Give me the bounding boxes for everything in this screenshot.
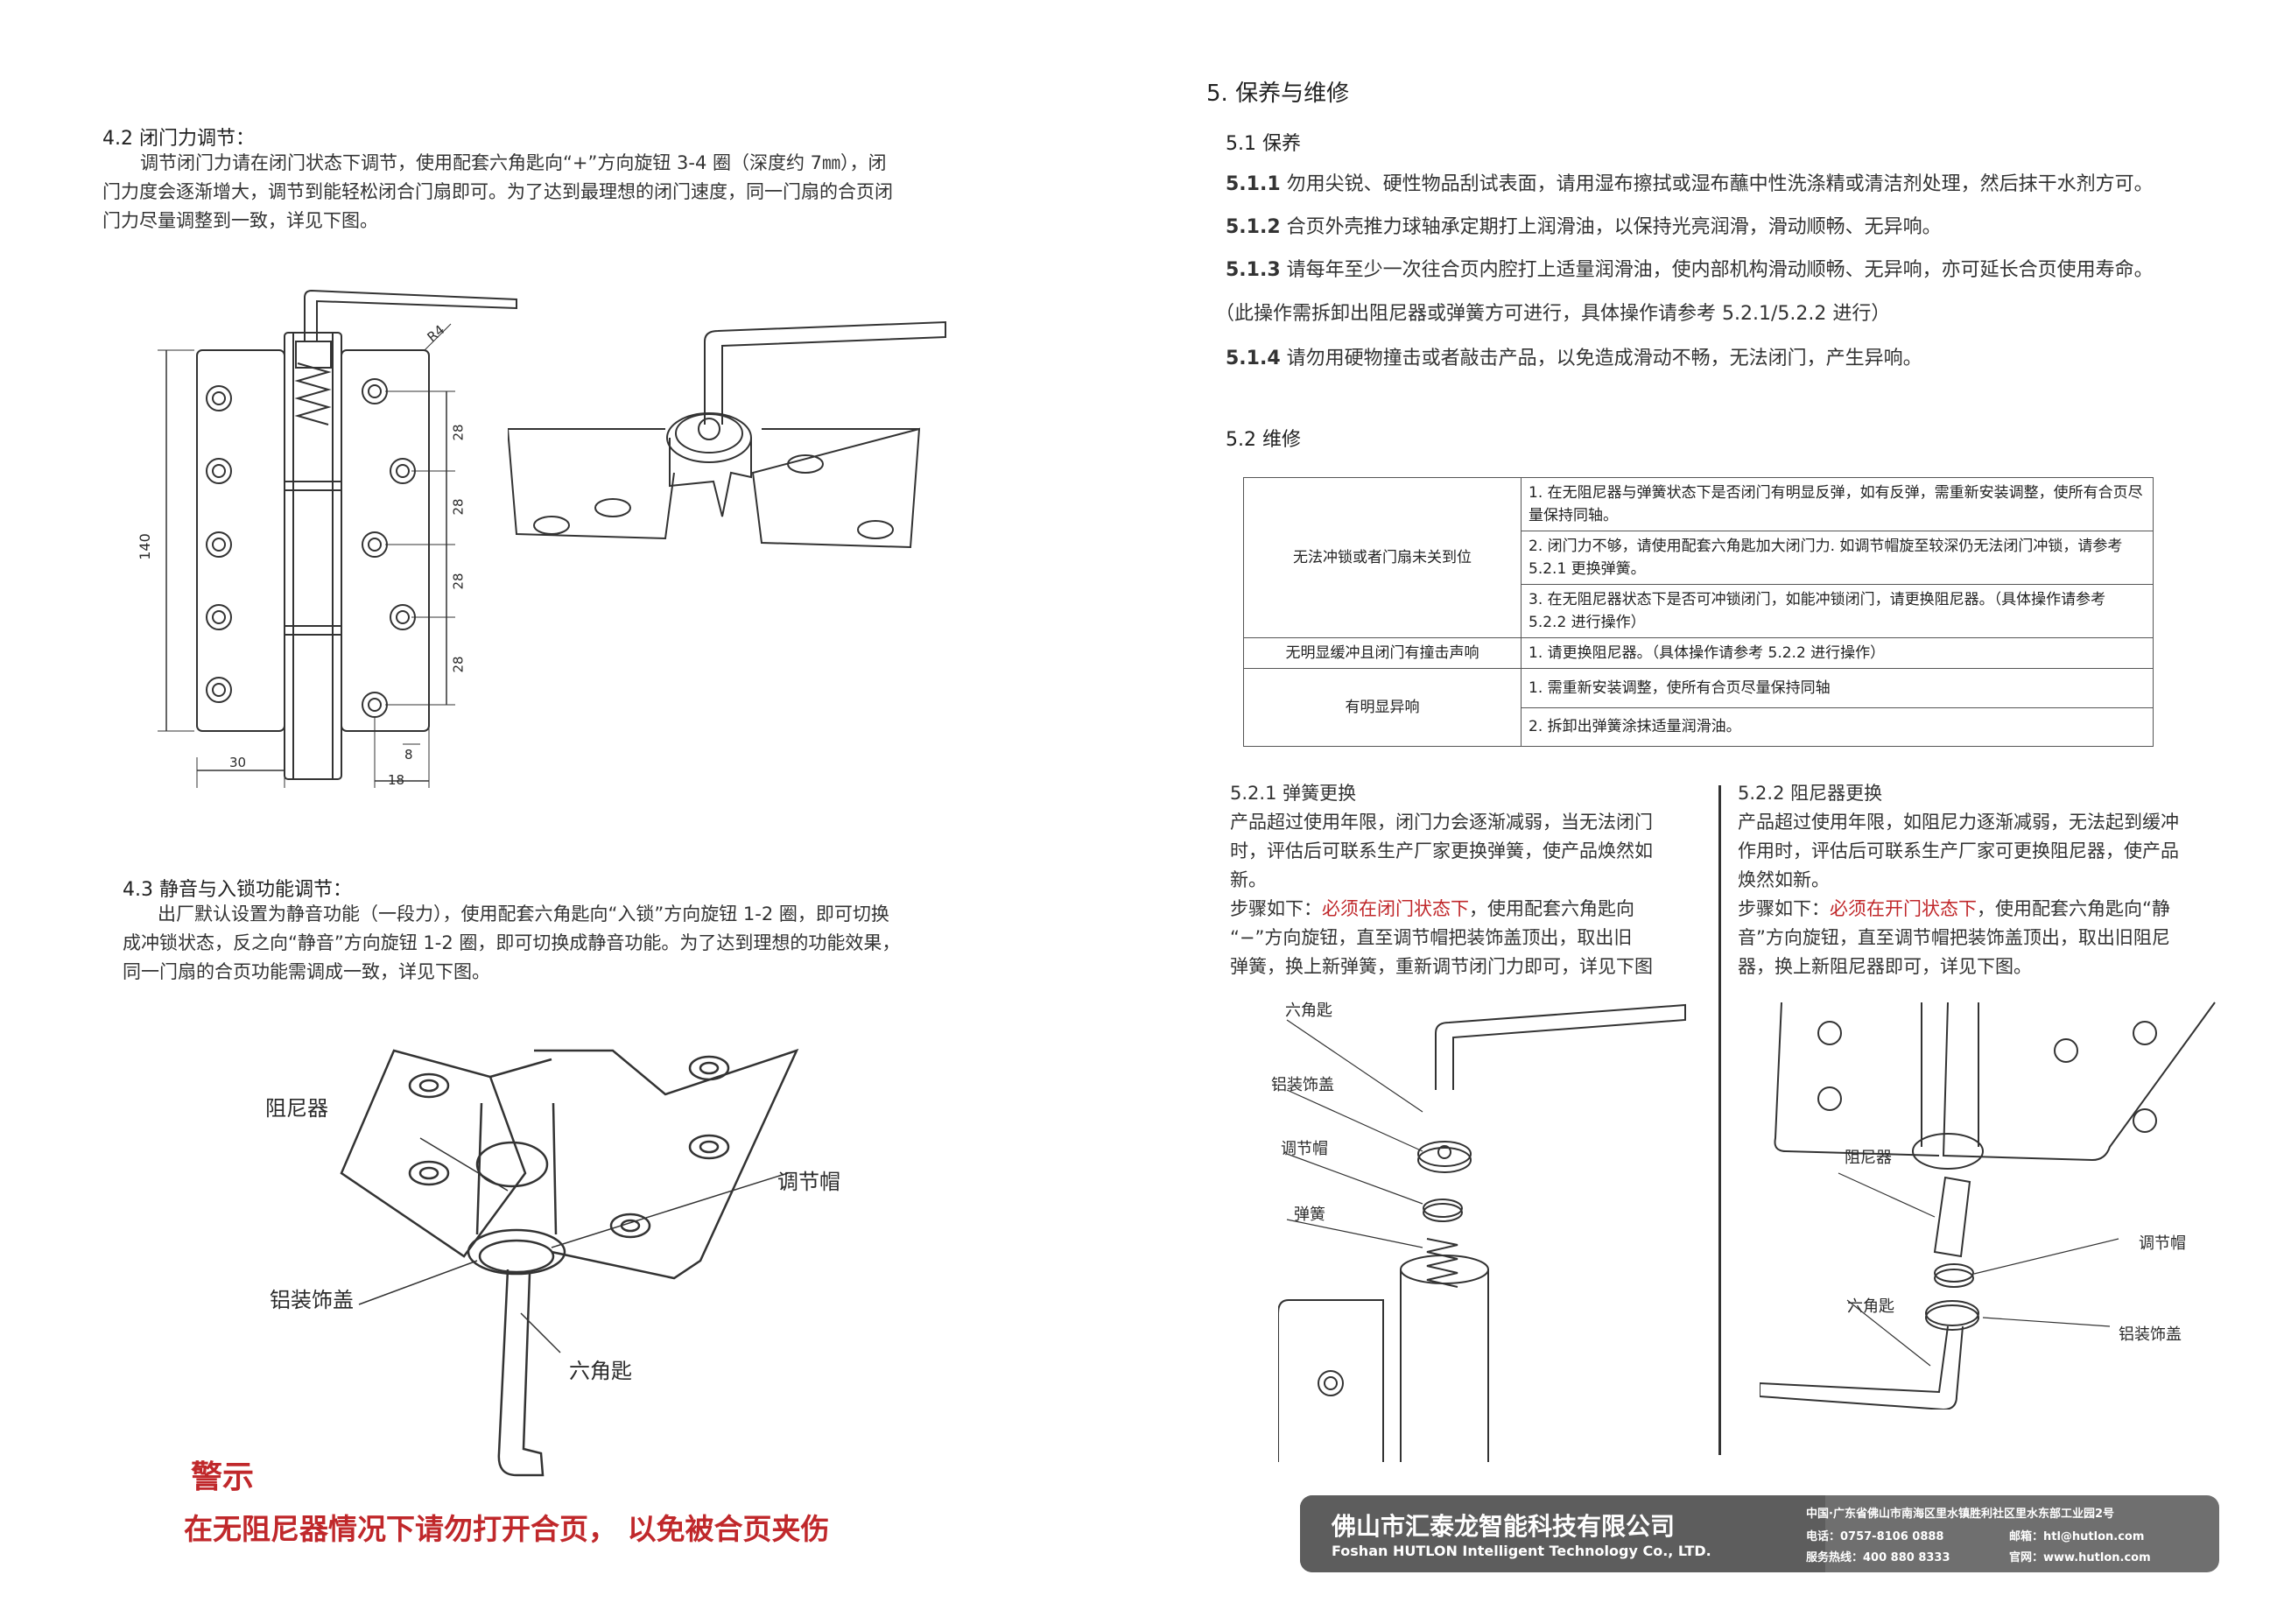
table-cell: 3. 在无阻尼器状态下是否可冲锁闭门，如能冲锁闭门，请更换阻尼器。（具体操作请参… xyxy=(1521,584,2154,638)
spring-replacement-drawing xyxy=(1278,1003,1686,1462)
warning-title: 警示 xyxy=(191,1459,255,1495)
s522-line6: 器，换上新阻尼器即可，详见下图。 xyxy=(1738,956,2032,977)
hinge-dimension-drawing xyxy=(158,289,517,788)
s521-label-spring: 弹簧 xyxy=(1294,1206,1325,1224)
table-row: 无明显缓冲且闭门有撞击声响 1. 请更换阻尼器。（具体操作请参考 5.2.2 进… xyxy=(1243,637,2154,669)
dim-28-4: 28 xyxy=(450,656,467,673)
company-website: 官网：www.hutlon.com xyxy=(2009,1551,2151,1564)
item-5-1-3-num: 5.1.3 xyxy=(1226,259,1281,281)
table-cell: 2. 拆卸出弹簧涂抹适量润滑油。 xyxy=(1521,707,2154,747)
s521-line2: 时，评估后可联系生产厂家更换弹簧，使产品焕然如 xyxy=(1230,840,1653,861)
label-aluminium-cover: 铝装饰盖 xyxy=(270,1288,354,1312)
s521-label-cover: 铝装饰盖 xyxy=(1271,1076,1334,1094)
table-cell: 1. 在无阻尼器与弹簧状态下是否闭门有明显反弹，如有反弹，需重新安装调整，使所有… xyxy=(1521,477,2154,531)
s522-step-red: 必须在开门状态下 xyxy=(1830,898,1977,919)
company-address: 中国·广东省佛山市南海区里水镇胜利社区里水东部工业园2号 xyxy=(1806,1508,2114,1521)
table-row: 2. 拆卸出弹簧涂抹适量润滑油。 xyxy=(1244,707,2154,747)
dim-8: 8 xyxy=(404,747,413,763)
s521-step: 步骤如下：必须在闭门状态下，使用配套六角匙向 xyxy=(1230,895,1634,924)
section-4-2-line3: 门力尽量调整到一致，详见下图。 xyxy=(102,210,378,231)
hinge-assembly-drawing xyxy=(340,1048,799,1477)
section-4-2-line1: 调节闭门力请在闭门状态下调节，使用配套六角匙向“+”方向旋钮 3-4 圈（深度约… xyxy=(140,152,887,173)
s521-step-post: ，使用配套六角匙向 xyxy=(1469,898,1634,919)
dim-28-2: 28 xyxy=(450,498,467,516)
item-5-1-3: 5.1.3 请每年至少一次往合页内腔打上适量润滑油，使内部机构滑动顺畅、无异响，… xyxy=(1226,256,2154,285)
section-4-2-heading: 4.2 闭门力调节： xyxy=(102,128,255,150)
section-5-2-2-heading: 5.2.2 阻尼器更换 xyxy=(1738,783,1883,804)
item-5-1-2-text: 合页外壳推力球轴承定期打上润滑油，以保持光亮润滑，滑动顺畅、无异响。 xyxy=(1286,216,1942,238)
table-cell-label: 无明显缓冲且闭门有撞击声响 xyxy=(1243,637,1522,669)
item-5-1-1-text: 勿用尖锐、硬性物品刮试表面，请用湿布擦拭或湿布蘸中性洗涤精或清洁剂处理，然后抹干… xyxy=(1286,173,2154,195)
section-5-1-heading: 5.1 保养 xyxy=(1226,133,1301,155)
table-cell-label: 有明显异响 xyxy=(1243,668,1522,747)
s522-step-post: ，使用配套六角匙向“静 xyxy=(1977,898,2170,919)
section-4-3-heading: 4.3 静音与入锁功能调节： xyxy=(123,879,352,901)
s521-line3: 新。 xyxy=(1230,869,1267,890)
s521-label-cap: 调节帽 xyxy=(1281,1140,1328,1158)
s522-label-cover: 铝装饰盖 xyxy=(2119,1325,2182,1344)
s522-label-damper: 阻尼器 xyxy=(1845,1149,1892,1167)
footer-company-block xyxy=(1300,1495,1825,1572)
item-5-1-4: 5.1.4 请勿用硬物撞击或者敲击产品，以免造成滑动不畅，无法闭门，产生异响。 xyxy=(1226,344,1922,374)
label-damper: 阻尼器 xyxy=(265,1096,328,1121)
section-4-3-line2: 成冲锁状态，反之向“静音”方向旋钮 1-2 圈，即可切换成静音功能。为了达到理想… xyxy=(123,932,901,953)
section-4-3-line1: 出厂默认设置为静音功能（一段力），使用配套六角匙向“入锁”方向旋钮 1-2 圈，… xyxy=(158,903,889,924)
column-divider xyxy=(1718,785,1721,1455)
chapter-5-title: 5. 保养与维修 xyxy=(1206,81,1350,107)
item-5-1-4-num: 5.1.4 xyxy=(1226,348,1281,369)
s522-label-key: 六角匙 xyxy=(1847,1297,1894,1316)
s522-step: 步骤如下：必须在开门状态下，使用配套六角匙向“静 xyxy=(1738,895,2170,924)
dim-28-3: 28 xyxy=(450,573,467,590)
s522-label-cap: 调节帽 xyxy=(2139,1234,2186,1253)
company-name-en: Foshan HUTLON Intelligent Technology Co.… xyxy=(1332,1543,1711,1559)
company-name-cn: 佛山市汇泰龙智能科技有限公司 xyxy=(1332,1512,1676,1541)
s522-step-pre: 步骤如下： xyxy=(1738,898,1830,919)
dim-28-1: 28 xyxy=(450,424,467,441)
company-hotline: 服务热线：400 880 8333 xyxy=(1806,1551,1950,1564)
hinge-perspective-drawing xyxy=(508,320,946,549)
section-5-2-heading: 5.2 维修 xyxy=(1226,429,1301,451)
company-email: 邮箱：htl@hutlon.com xyxy=(2009,1530,2145,1543)
item-5-1-4-text: 请勿用硬物撞击或者敲击产品，以免造成滑动不畅，无法闭门，产生异响。 xyxy=(1286,348,1922,369)
repair-table: 无法冲锁或者门扇未关到位 1. 在无阻尼器与弹簧状态下是否闭门有明显反弹，如有反… xyxy=(1243,477,2154,747)
item-5-1-3-text: 请每年至少一次往合页内腔打上适量润滑油，使内部机构滑动顺畅、无异响，亦可延长合页… xyxy=(1286,259,2154,281)
label-adjust-cap: 调节帽 xyxy=(777,1170,840,1194)
table-row: 无法冲锁或者门扇未关到位 1. 在无阻尼器与弹簧状态下是否闭门有明显反弹，如有反… xyxy=(1243,477,2154,638)
s521-step-red: 必须在闭门状态下 xyxy=(1322,898,1469,919)
table-cell-label: 无法冲锁或者门扇未关到位 xyxy=(1243,477,1522,638)
table-cell: 1. 请更换阻尼器。（具体操作请参考 5.2.2 进行操作） xyxy=(1521,637,2154,669)
footer-banner: 佛山市汇泰龙智能科技有限公司 Foshan HUTLON Intelligent… xyxy=(1300,1495,2219,1572)
dim-18: 18 xyxy=(388,772,405,788)
table-row: 3. 在无阻尼器状态下是否可冲锁闭门，如能冲锁闭门，请更换阻尼器。（具体操作请参… xyxy=(1244,584,2154,638)
item-5-1-2-num: 5.1.2 xyxy=(1226,216,1281,238)
item-5-1-2: 5.1.2 合页外壳推力球轴承定期打上润滑油，以保持光亮润滑，滑动顺畅、无异响。 xyxy=(1226,213,1942,243)
s522-line5: 音”方向旋钮，直至调节帽把装饰盖顶出，取出旧阻尼 xyxy=(1738,927,2170,948)
damper-replacement-drawing xyxy=(1760,1002,2216,1410)
s521-line6: 弹簧，换上新弹簧，重新调节闭门力即可，详见下图 xyxy=(1230,956,1653,977)
dim-30: 30 xyxy=(229,755,247,770)
dim-140: 140 xyxy=(136,533,153,560)
item-5-1-note: （此操作需拆卸出阻尼器或弹簧方可进行，具体操作请参考 5.2.1/5.2.2 进… xyxy=(1215,303,1891,325)
item-5-1-1: 5.1.1 勿用尖锐、硬性物品刮试表面，请用湿布擦拭或湿布蘸中性洗涤精或清洁剂处… xyxy=(1226,170,2154,200)
s522-line1: 产品超过使用年限，如阻尼力逐渐减弱，无法起到缓冲 xyxy=(1738,812,2179,833)
table-cell: 1. 需重新安装调整，使所有合页尽量保持同轴 xyxy=(1521,668,2154,708)
s521-label-key: 六角匙 xyxy=(1285,1002,1332,1020)
repair-table-wrap: 无法冲锁或者门扇未关到位 1. 在无阻尼器与弹簧状态下是否闭门有明显反弹，如有反… xyxy=(1243,477,2154,747)
section-4-2-line2: 门力度会逐渐增大，调节到能轻松闭合门扇即可。为了达到最理想的闭门速度，同一门扇的… xyxy=(102,181,893,202)
s521-line5: “−”方向旋钮，直至调节帽把装饰盖顶出，取出旧 xyxy=(1230,927,1633,948)
section-5-2-1-heading: 5.2.1 弹簧更换 xyxy=(1230,783,1357,804)
table-cell: 2. 闭门力不够，请使用配套六角匙加大闭门力. 如调节帽旋至较深仍无法闭门冲锁，… xyxy=(1521,531,2154,585)
table-row: 有明显异响 1. 需重新安装调整，使所有合页尽量保持同轴 xyxy=(1243,668,2154,747)
company-phone: 电话：0757-8106 0888 xyxy=(1806,1530,1944,1543)
section-4-3-line3: 同一门扇的合页功能需调成一致，详见下图。 xyxy=(123,961,490,982)
s522-line3: 焕然如新。 xyxy=(1738,869,1830,890)
s522-line2: 作用时，评估后可联系生产厂家可更换阻尼器，使产品 xyxy=(1738,840,2179,861)
s521-step-pre: 步骤如下： xyxy=(1230,898,1322,919)
label-hex-key: 六角匙 xyxy=(569,1359,632,1383)
item-5-1-1-num: 5.1.1 xyxy=(1226,173,1281,195)
warning-text: 在无阻尼器情况下请勿打开合页， 以免被合页夹伤 xyxy=(184,1512,830,1546)
s521-line1: 产品超过使用年限，闭门力会逐渐减弱，当无法闭门 xyxy=(1230,812,1653,833)
